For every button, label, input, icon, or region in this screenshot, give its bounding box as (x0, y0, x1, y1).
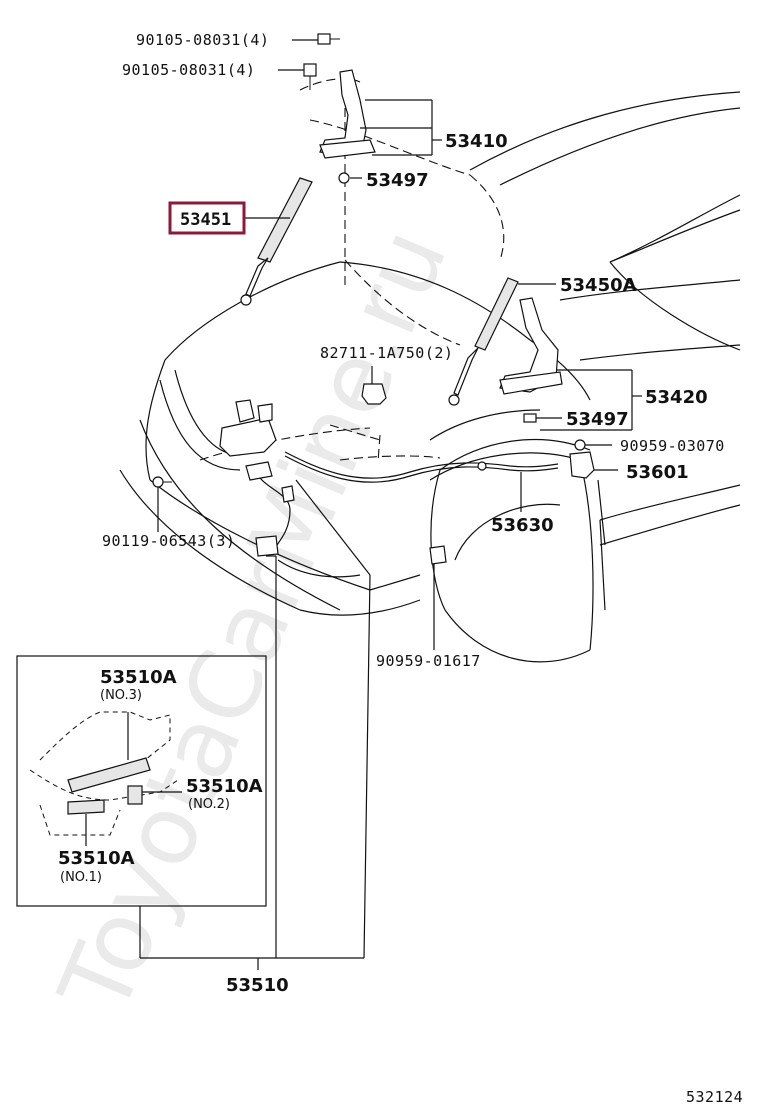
bolt-upper-1-icon (292, 33, 340, 45)
hood-lock-icon (152, 399, 277, 532)
strut-left-icon (240, 177, 313, 306)
hinge-left-icon (319, 69, 442, 184)
label-inset-no3-sub: (NO.3) (100, 688, 142, 703)
label-inset-no3: 53510A (100, 667, 177, 688)
label-strut-right: 53450A (560, 275, 637, 296)
label-hinge-left: 53410 (445, 131, 508, 152)
label-cable: 53630 (491, 515, 554, 536)
label-clip-82711: 82711-1A750(2) (320, 344, 453, 362)
assembly-leaders (139, 479, 371, 970)
label-inset-no2-sub: (NO.2) (188, 797, 230, 812)
clip-90959-01617-icon (429, 545, 447, 650)
inset-box (16, 655, 267, 907)
label-strut-left[interactable]: 53451 (180, 210, 231, 230)
bolt-upper-2-icon (278, 63, 317, 90)
label-bolt-upper-1: 90105-08031(4) (136, 31, 269, 49)
car-body-outline (119, 78, 741, 663)
clip-90959-03070-icon (574, 439, 612, 451)
harness-icon (255, 477, 295, 557)
part-53601-icon (569, 451, 618, 546)
label-assembly: 53510 (226, 975, 289, 996)
cable-icon (284, 451, 559, 512)
label-inset-no1-sub: (NO.1) (60, 870, 102, 885)
label-clip-90959-01617: 90959-01617 (376, 652, 481, 670)
label-inset-no1: 53510A (58, 848, 135, 869)
label-bolt-upper-2: 90105-08031(4) (122, 61, 255, 79)
clip-82711-icon (361, 366, 387, 405)
diagram-code: 532124 (686, 1088, 743, 1106)
label-hinge-right: 53420 (645, 387, 708, 408)
label-clip-90959-03070: 90959-03070 (620, 437, 725, 455)
inset-hoses-icon (29, 711, 182, 846)
highlight-box (168, 201, 246, 235)
hinge-right-icon (499, 297, 642, 431)
label-washer-right: 53497 (566, 409, 629, 430)
label-inset-no2: 53510A (186, 776, 263, 797)
watermark: ToyotaCarMine.ru (38, 213, 469, 1030)
label-washer-left: 53497 (366, 170, 429, 191)
label-screw-90119: 90119-06543(3) (102, 532, 235, 550)
strut-right-icon (448, 277, 556, 406)
label-part-53601: 53601 (626, 462, 689, 483)
